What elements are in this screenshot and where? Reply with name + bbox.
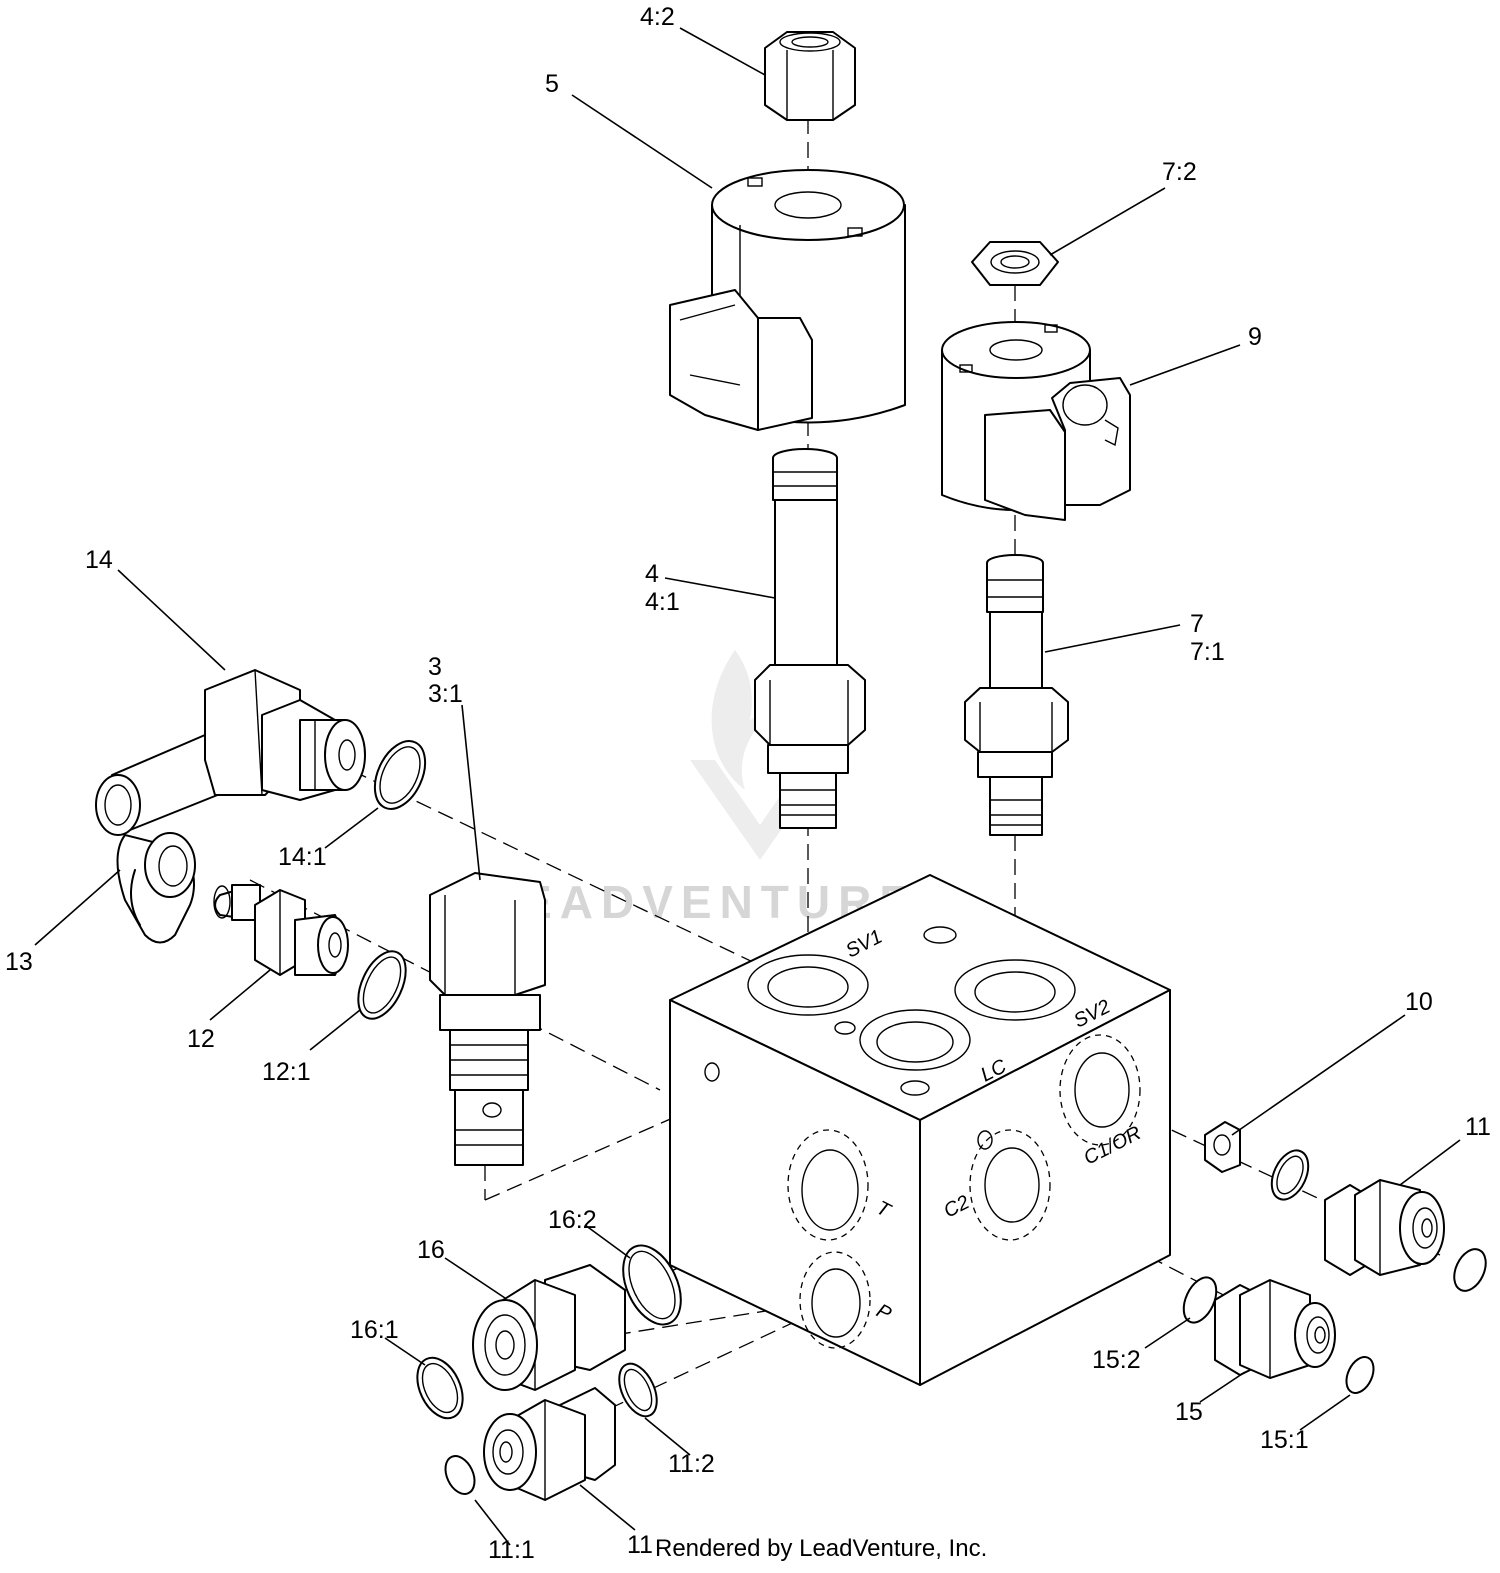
part-15-straight-fitting (1214, 1279, 1336, 1379)
part-9-solenoid-coil (941, 321, 1131, 521)
callout-15-1: 15:1 (1260, 1426, 1309, 1454)
part-4-2-coil-nut (764, 31, 856, 121)
part-14-elbow-fitting (95, 669, 366, 836)
callout-16-1: 16:1 (350, 1316, 399, 1344)
part-13-dust-cap (116, 832, 196, 944)
render-credit: Rendered by LeadVenture, Inc. (655, 1535, 987, 1562)
callout-4-1: 4:1 (645, 588, 680, 616)
callout-16: 16 (417, 1236, 445, 1264)
callout-15: 15 (1175, 1398, 1203, 1426)
part-7-2-coil-nut (971, 241, 1059, 286)
part-15-2-o-ring (1182, 1276, 1218, 1324)
callout-15-2: 15:2 (1092, 1346, 1141, 1374)
callout-3: 3 (428, 653, 442, 681)
callout-12: 12 (187, 1025, 215, 1053)
callout-7: 7 (1190, 610, 1204, 638)
callout-14-1: 14:1 (278, 843, 327, 871)
callout-11-bottom: 11 (627, 1531, 653, 1559)
callout-4: 4 (645, 560, 659, 588)
callout-7-1: 7:1 (1190, 638, 1225, 666)
callout-13: 13 (5, 948, 33, 976)
callout-9: 9 (1248, 323, 1262, 351)
callout-11-top: 11 (1465, 1113, 1491, 1141)
callout-3-1: 3:1 (428, 680, 463, 708)
callout-14: 14 (85, 546, 113, 574)
part-12-1-o-ring (357, 950, 407, 1020)
callout-7-2: 7:2 (1162, 158, 1197, 186)
callout-16-2: 16:2 (548, 1206, 597, 1234)
part-4-cartridge-valve (754, 448, 866, 829)
part-16-straight-fitting (472, 1264, 626, 1391)
part-3-relief-cartridge (429, 872, 546, 1166)
callout-10: 10 (1405, 988, 1433, 1016)
part-16-2-o-ring (622, 1244, 682, 1326)
part-14-1-o-ring (373, 740, 427, 810)
part-11-1-o-ring (444, 1455, 476, 1495)
part-7-cartridge-valve (964, 554, 1069, 836)
callout-4-2: 4:2 (640, 3, 675, 31)
part-11-o-ring-upper (1270, 1149, 1310, 1201)
part-11-o-ring-right (1453, 1248, 1487, 1292)
part-11-fitting-lower (483, 1387, 616, 1501)
part-5-solenoid-coil (669, 169, 906, 431)
callout-11-1: 11:1 (488, 1536, 535, 1564)
part-12-quick-coupler (213, 884, 349, 976)
callout-5: 5 (545, 70, 559, 98)
callout-11-2: 11:2 (668, 1450, 715, 1478)
callout-12-1: 12:1 (262, 1058, 311, 1086)
callout-leader-lines (34, 27, 1461, 1546)
part-15-1-o-ring (1345, 1356, 1375, 1394)
part-16-1-o-ring (416, 1356, 464, 1420)
part-10-orifice-plug (1204, 1121, 1241, 1173)
manifold-block (669, 874, 1171, 1386)
part-11-fitting-upper (1324, 1179, 1445, 1276)
part-11-2-o-ring (618, 1362, 658, 1418)
